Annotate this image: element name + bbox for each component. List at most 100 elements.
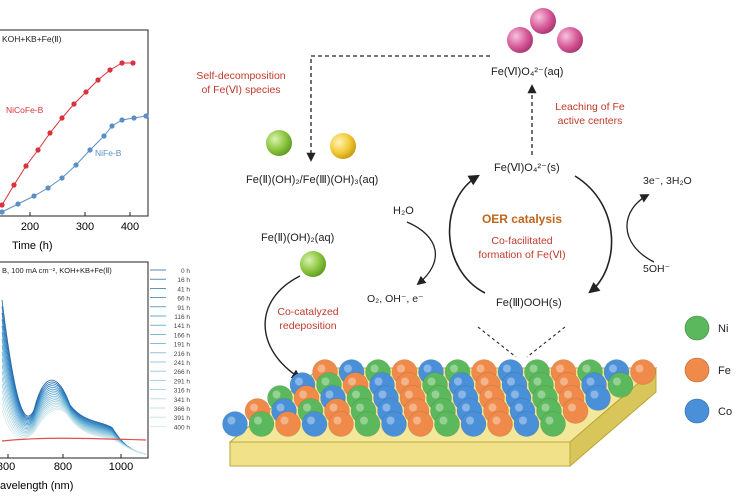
surface-atom-highlight [299, 390, 307, 399]
surface-atom-highlight [317, 364, 326, 373]
chart-bottom-legend: B, 100 mA cm⁻², KOH+KB+Fe(Ⅱ) [2, 266, 112, 275]
surface-atom-highlight [519, 416, 527, 425]
arrow-hydroxide-electrons [626, 194, 655, 263]
surface-atom [222, 411, 248, 437]
time-legend-label: 341 h [174, 397, 191, 404]
nife-point [73, 162, 79, 168]
surface-atom-highlight [507, 377, 515, 386]
label-hydroxide: 5OH⁻ [643, 263, 671, 275]
series-label-nicofe: NiCoFe-B [6, 105, 44, 115]
surface-atom-highlight [303, 403, 311, 412]
surface-atom-highlight [609, 364, 617, 373]
fe6-aq-sphere-3 [557, 27, 583, 53]
slab-front [229, 441, 571, 467]
label-fe6-s: Fe(Ⅵ)O₄²⁻(s) [494, 162, 560, 174]
surface-atom-highlight [409, 403, 417, 412]
label-water: H₂O [393, 205, 414, 217]
time-legend-label: 291 h [174, 378, 191, 385]
chart-top-xtick-3: 400 [121, 221, 139, 233]
surface-atom-highlight [413, 416, 421, 425]
surface-atom [248, 411, 275, 437]
time-legend-label: 141 h [174, 323, 191, 330]
nife-point [15, 201, 21, 207]
surface-atom-highlight [329, 403, 338, 412]
legend-fe-sphere [684, 357, 710, 383]
nicofe-point [59, 115, 65, 121]
time-legend-label: 166 h [174, 332, 191, 339]
catalyst-slab [222, 359, 658, 468]
arrow-fe3-surface [526, 326, 566, 358]
time-legend-label: 0 h [181, 268, 190, 275]
nife-point [131, 115, 137, 121]
surface-atom-highlight [564, 390, 572, 399]
arrow-self-decomp [306, 55, 490, 162]
label-leaching-1: Leaching of Fe [555, 101, 625, 113]
nife-point [119, 117, 125, 123]
surface-atom-highlight [529, 364, 538, 373]
time-legend-label: 216 h [174, 351, 191, 358]
surface-atom [487, 411, 513, 437]
time-legend-label: 241 h [174, 360, 191, 367]
surface-atom-highlight [450, 364, 458, 373]
time-legend-label: 400 h [174, 424, 191, 431]
surface-atom-highlight [537, 390, 546, 399]
surface-atom-highlight [401, 377, 409, 386]
surface-atom-highlight [480, 377, 489, 386]
chart-bottom-xtick-3: 1000 [109, 461, 133, 473]
nicofe-point [83, 89, 89, 95]
surface-atom [585, 385, 611, 411]
surface-atom-highlight [307, 416, 315, 425]
surface-atom [434, 411, 460, 437]
time-legend-label: 16 h [177, 277, 190, 284]
label-mixed-species: Fe(Ⅱ)(OH)₂/Fe(Ⅲ)(OH)₃(aq) [246, 174, 378, 186]
spectra-chart-bottom: B, 100 mA cm⁻², KOH+KB+Fe(Ⅱ) 0 h 16 h 41 h… [0, 261, 190, 492]
nicofe-point [95, 77, 101, 83]
chart-top-xtick-2: 300 [76, 221, 94, 233]
surface-atom-highlight [492, 416, 501, 425]
surface-atom-highlight [386, 416, 395, 425]
surface-atom-highlight [545, 416, 554, 425]
chart-top-xlabel: Time (h) [12, 240, 53, 252]
surface-atom-highlight [541, 403, 550, 412]
nicofe-point [107, 67, 113, 73]
fe2-aq-sphere [300, 251, 326, 277]
surface-atom-highlight [533, 377, 542, 386]
surface-atom-highlight [613, 377, 621, 386]
surface-atom-highlight [272, 390, 281, 399]
surface-atom-highlight [250, 403, 258, 412]
surface-atom-highlight [374, 377, 383, 386]
chart-top-series [0, 60, 149, 215]
nife-point [87, 147, 93, 153]
surface-atom-highlight [515, 403, 523, 412]
surface-atom-highlight [280, 416, 289, 425]
surface-atom [381, 411, 407, 437]
surface-atom-highlight [423, 364, 432, 373]
legend-ni-sphere [684, 315, 710, 341]
nicofe-point [71, 101, 77, 107]
time-legend-label: 41 h [177, 286, 190, 293]
label-codeposit-2: redeposition [279, 320, 336, 332]
surface-atom [460, 411, 487, 437]
surface-atom-highlight [325, 390, 334, 399]
time-legend-label: 116 h [174, 314, 190, 321]
nife-point [143, 113, 149, 119]
label-oer-sub-2: formation of Fe(Ⅵ) [478, 249, 565, 261]
surface-atom-highlight [427, 377, 436, 386]
surface-atom-highlight [276, 403, 285, 412]
fe3-sphere [330, 133, 356, 159]
surface-atom-highlight [439, 416, 448, 425]
surface-atom-highlight [586, 377, 595, 386]
label-fe6-aq: Fe(Ⅵ)O₄²⁻(aq) [491, 66, 563, 78]
chart-bottom-xtick-2: 800 [54, 461, 72, 473]
label-oer-sub-1: Co-facilitated [491, 235, 552, 247]
legend-co-sphere [684, 398, 710, 424]
nicofe-point [0, 202, 5, 208]
nife-point [109, 123, 115, 129]
nife-point [31, 193, 37, 199]
nife-point [0, 209, 5, 215]
time-legend-label: 366 h [174, 406, 191, 413]
time-legend-label: 191 h [174, 342, 191, 349]
surface-atom [630, 359, 656, 385]
time-legend-label: 91 h [177, 305, 190, 312]
